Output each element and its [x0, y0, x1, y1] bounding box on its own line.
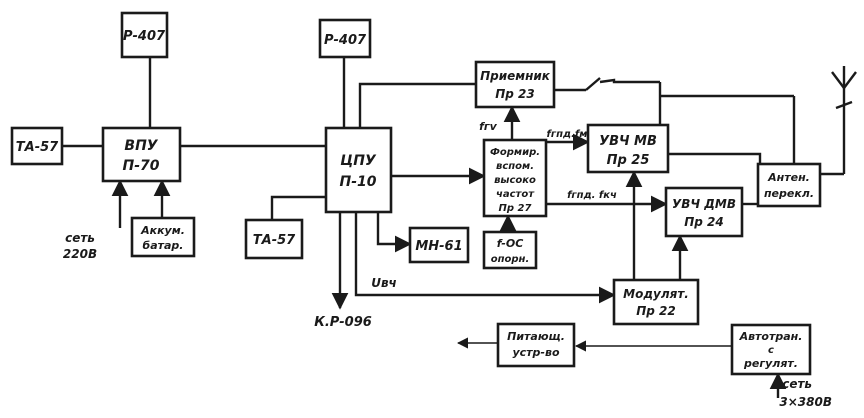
svg-text:Формир.: Формир. [490, 147, 540, 158]
block-pitanie: Питающ. устр-во [496, 322, 576, 368]
antenna-icon [831, 66, 857, 110]
svg-text:ТА-57: ТА-57 [253, 233, 296, 248]
block-vpu: ВПУ П-70 [101, 126, 182, 183]
svg-text:МН-61: МН-61 [415, 239, 462, 254]
svg-text:Р-407: Р-407 [324, 33, 367, 48]
block-r407-center: Р-407 [318, 18, 372, 59]
svg-text:Р-407: Р-407 [123, 29, 166, 44]
svg-text:f-ОС: f-ОС [497, 237, 524, 250]
label-fgv: fгv [479, 120, 498, 133]
svg-text:Пр 22: Пр 22 [636, 304, 676, 318]
svg-text:частот: частот [496, 189, 535, 200]
svg-text:Приемник: Приемник [480, 69, 551, 83]
label-uvch: Uвч [371, 276, 397, 290]
svg-text:регулят.: регулят. [743, 357, 798, 370]
label-set380-top: сеть [782, 377, 812, 391]
block-ta57-left: ТА-57 [10, 126, 64, 166]
block-tsvu: ЦПУ П-10 [324, 126, 393, 214]
svg-text:батар.: батар. [143, 239, 184, 252]
block-anten: Антен. перекл. [756, 162, 822, 208]
svg-text:устр-во: устр-во [512, 346, 559, 359]
block-avtotrans: Автотран. с регулят. [730, 323, 812, 376]
block-akkum: Аккум. батар. [130, 216, 196, 258]
label-set220-bottom: 220В [63, 247, 97, 261]
label-kr096: К.Р-096 [314, 315, 372, 330]
block-modul: Модулят. Пр 22 [612, 278, 700, 326]
block-priemnik: Приемник Пр 23 [474, 60, 556, 109]
signal-labels: сеть 220В сеть 3×380В К.Р-096 Uвч fгv fг… [63, 120, 832, 409]
svg-text:Пр 24: Пр 24 [684, 215, 724, 229]
svg-text:П-70: П-70 [122, 158, 159, 174]
svg-text:с: с [768, 345, 774, 356]
svg-text:Пр 23: Пр 23 [495, 87, 535, 101]
block-fos: f-ОС опорн. [482, 230, 538, 270]
block-r407-left: Р-407 [120, 11, 169, 59]
label-set380-bottom: 3×380В [779, 395, 832, 409]
label-frpd-mv: fгпд.fм [547, 129, 588, 140]
block-former: Формир. вспом. высоко частот Пр 27 [482, 138, 548, 218]
svg-text:Аккум.: Аккум. [140, 224, 185, 237]
block-uvch-mv: УВЧ МВ Пр 25 [586, 123, 670, 174]
svg-text:Модулят.: Модулят. [623, 287, 689, 301]
svg-text:П-10: П-10 [339, 174, 376, 190]
block-mn61: МН-61 [408, 226, 470, 264]
svg-text:ВПУ: ВПУ [124, 138, 158, 154]
connections [62, 57, 846, 398]
svg-text:УВЧ МВ: УВЧ МВ [599, 134, 657, 149]
svg-text:Автотран.: Автотран. [739, 330, 803, 343]
block-ta57-bottom: ТА-57 [244, 218, 304, 260]
svg-text:УВЧ ДМВ: УВЧ ДМВ [672, 197, 736, 211]
label-frpd-kch: fгпд. fкч [567, 190, 617, 201]
svg-text:ТА-57: ТА-57 [16, 140, 59, 155]
svg-text:опорн.: опорн. [491, 254, 530, 265]
svg-text:высоко: высоко [494, 175, 536, 186]
label-set220-top: сеть [65, 231, 95, 245]
block-uvch-dmv: УВЧ ДМВ Пр 24 [664, 186, 744, 238]
svg-text:ЦПУ: ЦПУ [340, 153, 377, 169]
svg-text:перекл.: перекл. [764, 187, 814, 200]
svg-text:Питающ.: Питающ. [507, 330, 565, 343]
svg-text:Пр 25: Пр 25 [607, 153, 650, 168]
svg-text:вспом.: вспом. [496, 161, 534, 172]
switch-contact-icon [585, 77, 601, 91]
svg-text:Антен.: Антен. [767, 171, 810, 184]
svg-text:Пр 27: Пр 27 [499, 203, 532, 214]
